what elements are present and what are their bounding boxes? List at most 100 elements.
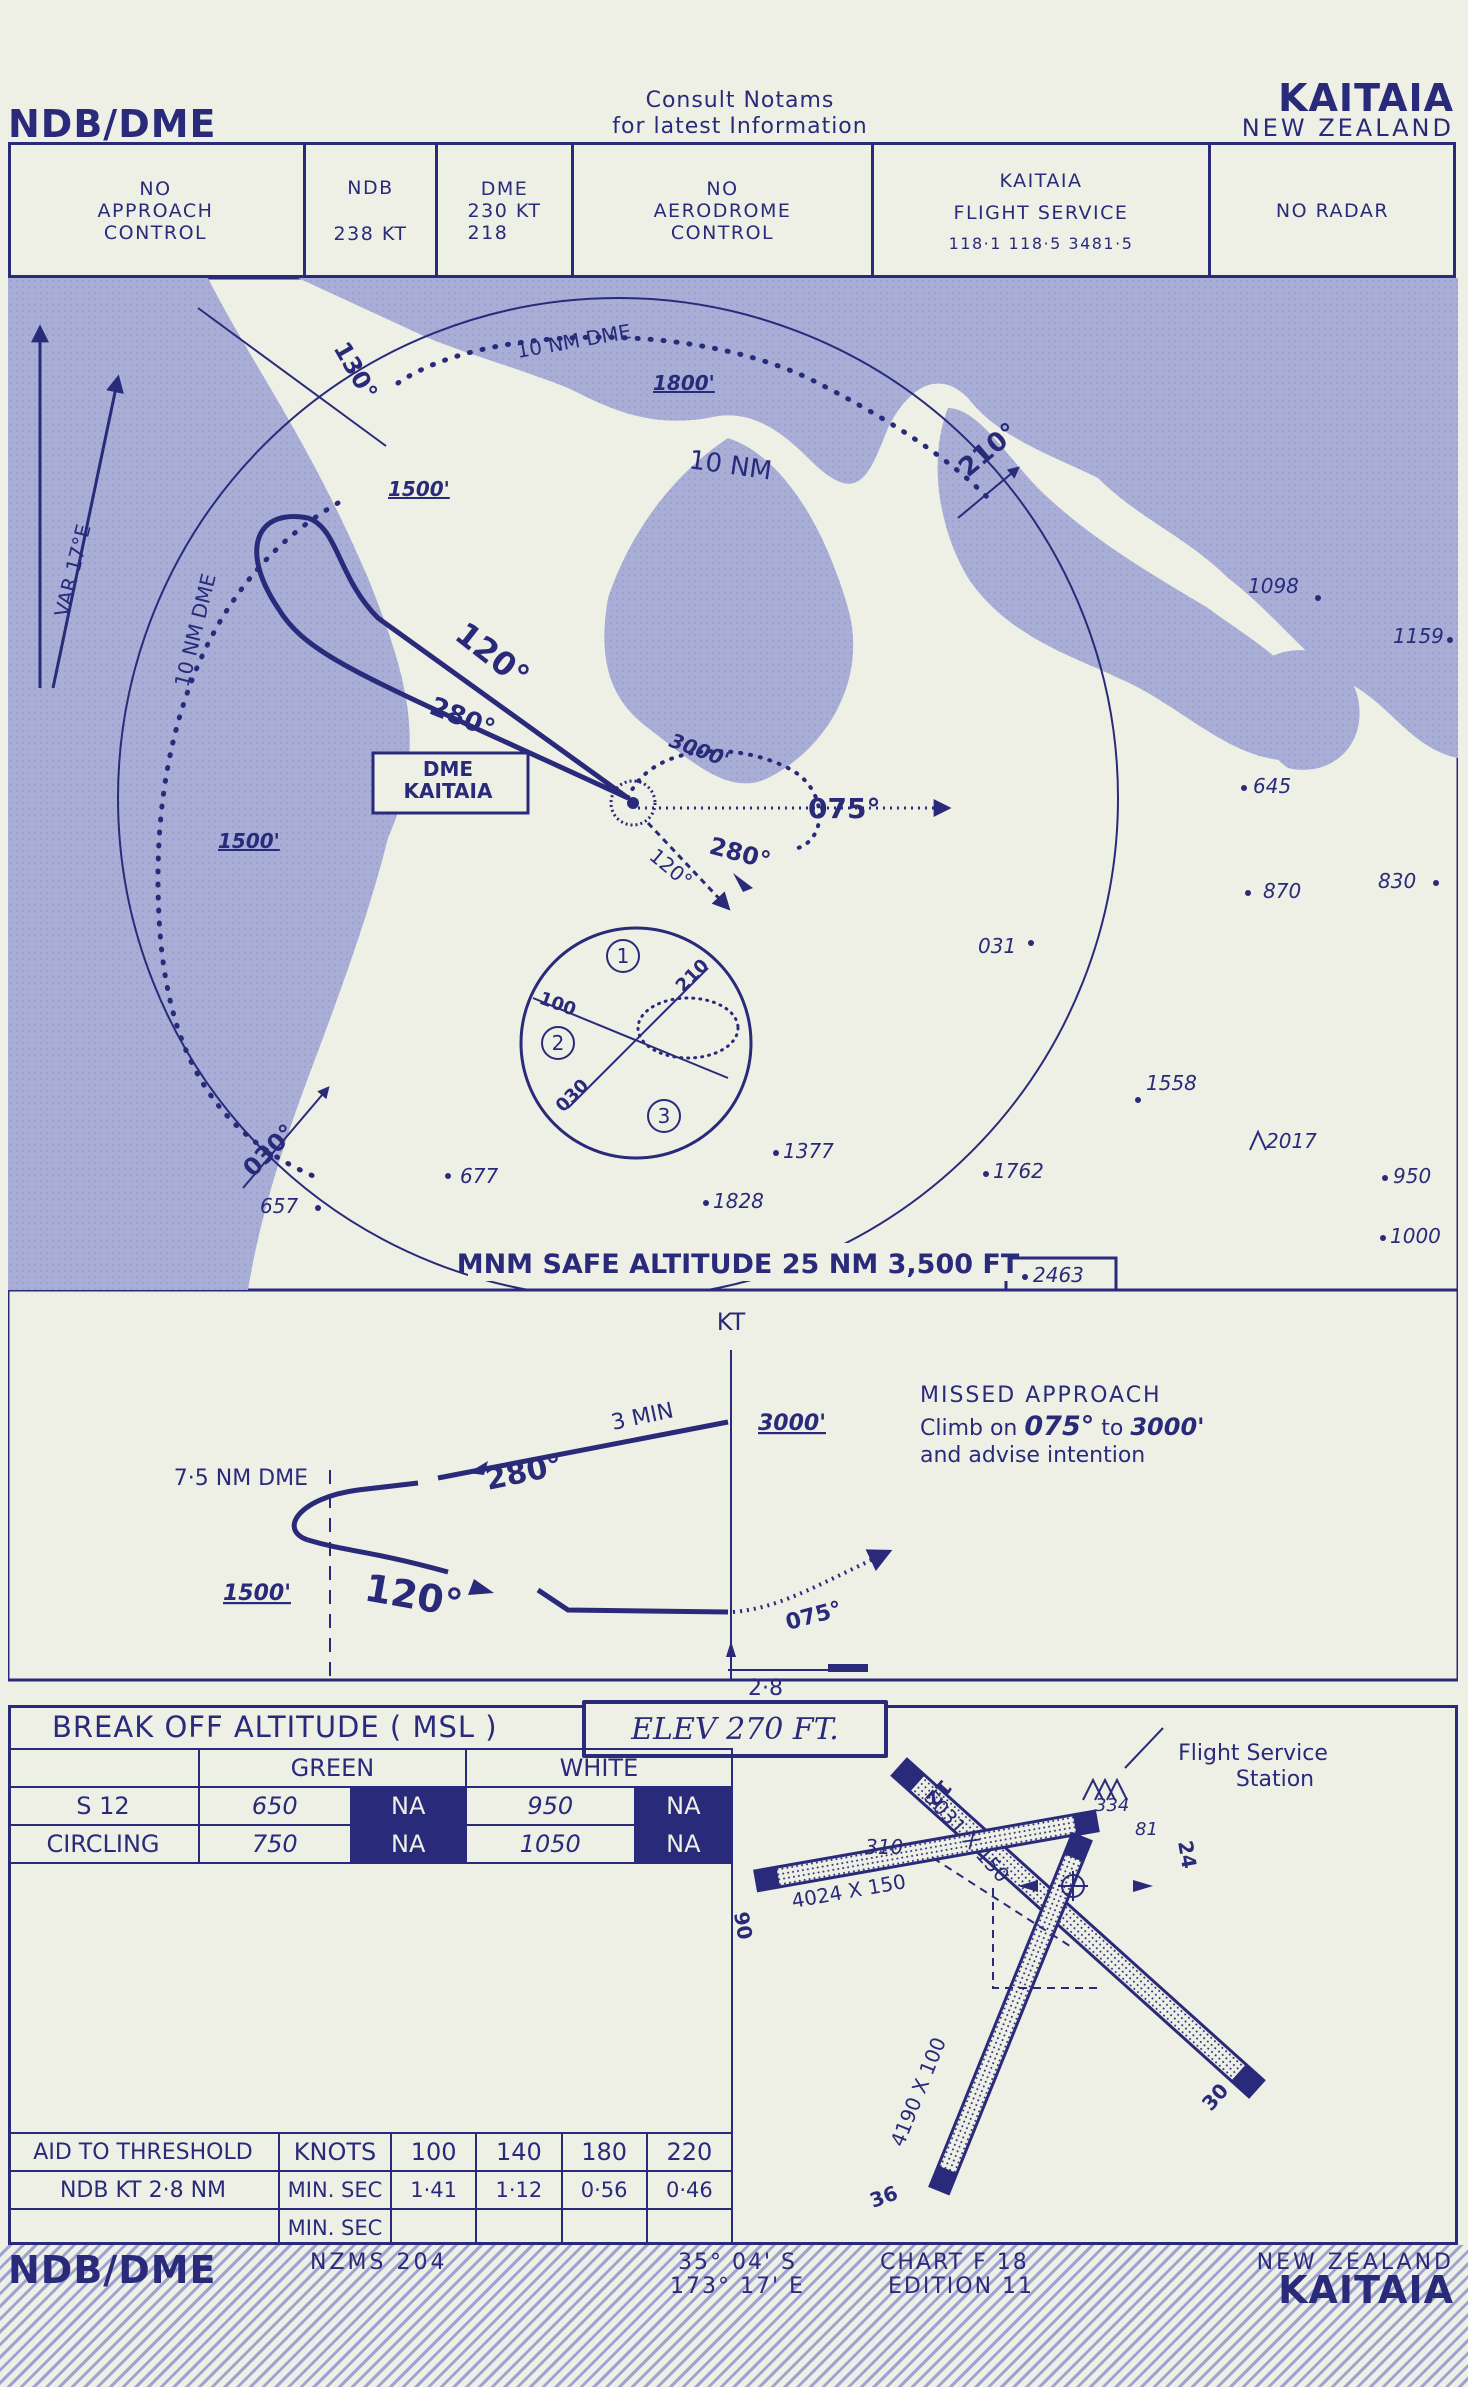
info-cell-radar: NO RADAR [1275,200,1390,222]
info-strip [8,142,1456,278]
footer-band [0,2245,1468,2387]
dim-4190: 4190 X 100 [885,2034,951,2150]
rwy-06-label: 06 [733,1910,758,1942]
rwy-36-label: 36 [867,2181,901,2213]
airport-name: KAITAIA [1278,76,1454,120]
panel-divider [731,1705,733,2245]
spot-height-2017: 2017 [1266,1129,1317,1153]
flight-service-station-symbol [1082,1777,1128,1801]
dme-kaitaia-box [371,751,530,815]
magnetic-north-arrow [51,374,124,689]
aerodrome-diagram: Flight Service Station 334 81 310 12 30 … [733,1727,1328,2213]
footer-chart-number: CHART F 18 [880,2250,1029,2275]
dist-28-label: 2·8 [748,1676,783,1701]
fs-label-2: Station [1236,1767,1314,1792]
alt-1500-top-label: 1500' [388,477,450,501]
speed-100: 100 [389,2132,478,2172]
spot-height-1558: 1558 [1146,1071,1197,1095]
notam-notice-line2: for latest Information [612,114,868,139]
min-sec-label: MIN. SEC [278,2170,392,2210]
west-landmass [8,278,410,1290]
ndb-station-symbol [609,779,657,827]
missed-approach-loop [626,749,822,850]
runway-18-36 [928,1831,1093,2196]
radial-130 [197,307,387,447]
spot-height-1377: 1377 [783,1139,834,1163]
island-east [1257,650,1360,770]
alt-1800-label: 1800' [653,371,715,395]
procedure-track [254,514,630,801]
track-075-label: 075° [808,792,880,825]
ndb-row-label: NDB KT 2·8 NM [8,2170,280,2210]
east-peninsula [937,408,1321,760]
footer-longitude: 173° 17' E [670,2274,805,2299]
holding-inset [519,926,753,1160]
spot-height-031: 031 [978,934,1016,958]
height-310: 310 [865,1835,903,1859]
col-white: WHITE [464,1748,734,1788]
aerodrome-plane-symbol [733,873,753,892]
spot-height-870: 870 [1263,879,1301,903]
break-off-label: BREAK OFF ALTITUDE ( MSL ) [52,1710,498,1744]
knots-header: KNOTS [278,2132,392,2172]
missed-approach-title: MISSED APPROACH [920,1383,1162,1408]
dme-box-line1: DME [423,757,473,781]
inbound-track [307,1537,729,1615]
row-s12-label: S 12 [8,1786,200,1826]
profile-view: KT 7·5 NM DME 3000' 3 MIN 280° 1500' 120… [8,1290,1458,1701]
circling-white-na: NA [633,1824,734,1864]
dme-arc-north [395,334,991,501]
inset-num-2: 2 [552,1031,565,1055]
dme-box-line2: KAITAIA [404,779,493,803]
row-circling-label: CIRCLING [8,1824,200,1864]
s12-white-na: NA [633,1786,734,1826]
inset-num-1: 1 [617,944,630,968]
spot-height-830: 830 [1378,869,1416,893]
footer-airport: KAITAIA [1278,2268,1454,2312]
outbound-track [291,1419,729,1543]
spot-height-1000: 1000 [1390,1224,1441,1248]
missed-approach-climb [732,1549,893,1614]
circling-green-na: NA [349,1824,467,1864]
missed-approach-line1: Climb on 075° to 3000' [920,1411,1205,1442]
ten-nm-ring [117,297,1119,1290]
footer-country: NEW ZEALAND [1256,2250,1454,2275]
s12-green: 650 [198,1786,352,1826]
notam-notice-line1: Consult Notams [645,88,835,113]
radial-030 [242,1086,330,1189]
footer-edition: EDITION 11 [888,2274,1035,2299]
obstacle-symbol-2017 [1249,1129,1267,1151]
spot-height-1098: 1098 [1248,574,1299,598]
minima-table: GREEN WHITE S 12 650 NA 950 NA CIRCLING … [8,1748,734,1864]
track-120-outbound [646,821,731,911]
time-100: 1·41 [389,2170,478,2210]
radial-210 [957,466,1020,519]
dme-75-label: 7·5 NM DME [174,1466,308,1491]
circling-green: 750 [198,1824,352,1864]
spot-height-950: 950 [1393,1164,1431,1188]
speed-140: 140 [475,2132,563,2172]
height-81: 81 [1135,1819,1158,1840]
spot-height-657: 657 [260,1194,298,1218]
s12-white: 950 [464,1786,636,1826]
footer-chart-type: NDB/DME [8,2248,217,2292]
chart-type-title: NDB/DME [8,102,217,146]
spot-height-645: 645 [1253,774,1291,798]
rwy-24-label: 24 [1173,1839,1201,1871]
plan-view: VAR 17°E 10 NM DME 1800' 1500' 10 NM 130… [8,278,1458,1290]
rwy-30-label: 30 [1197,2079,1233,2116]
col-green: GREEN [198,1748,467,1788]
country-name: NEW ZEALAND [1241,114,1454,142]
circling-white: 1050 [464,1824,636,1864]
north-landmass [298,278,1458,758]
timing-table: AID TO THRESHOLD KNOTS 100 140 180 220 N… [8,2132,734,2248]
footer-latitude: 35° 04' S [678,2250,797,2275]
aid-threshold-header: AID TO THRESHOLD [8,2132,280,2172]
time-180: 0·56 [560,2170,648,2210]
msa-label: MNM SAFE ALTITUDE 25 NM 3,500 FT [457,1249,1020,1280]
